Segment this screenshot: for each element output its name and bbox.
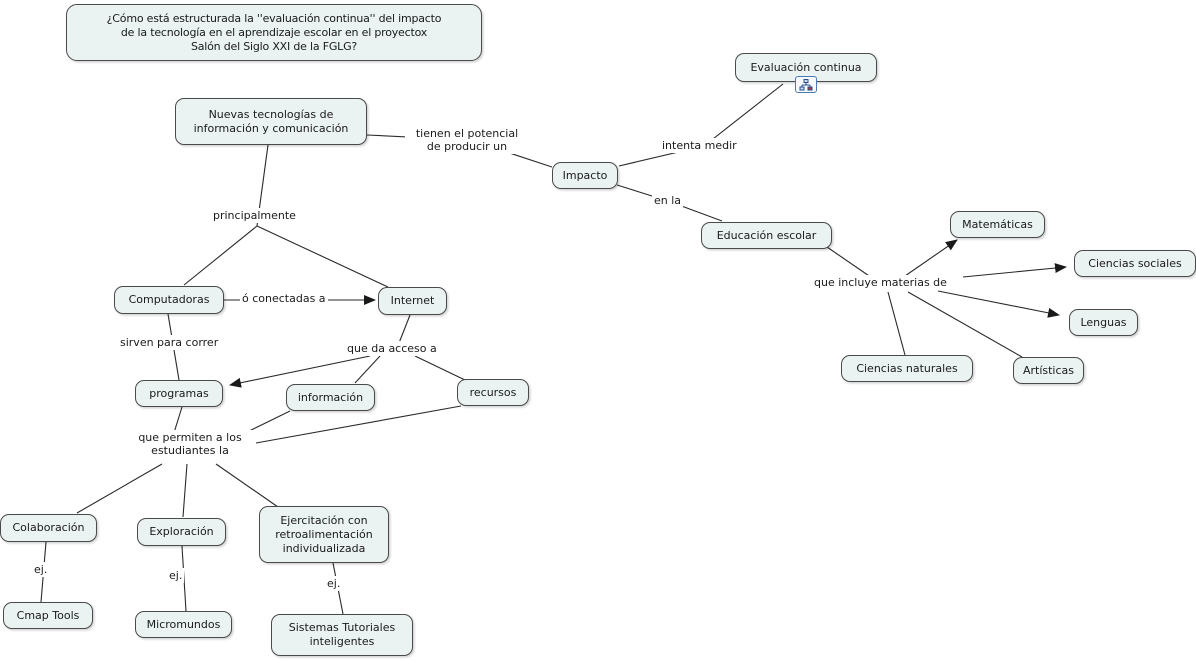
node-lenguas[interactable]: Lenguas (1069, 309, 1138, 336)
node-ciencias-naturales[interactable]: Ciencias naturales (841, 355, 973, 382)
node-focus-question[interactable]: ¿Cómo está estructurada la ''evaluación … (66, 4, 482, 61)
edge-quedaacceso-informacion (354, 355, 381, 384)
node-cmap-tools[interactable]: Cmap Tools (3, 602, 93, 629)
link-label-que-da-acceso-a[interactable]: que da acceso a (345, 341, 439, 356)
node-micromundos[interactable]: Micromundos (135, 611, 232, 638)
node-informacion[interactable]: información (286, 384, 375, 411)
node-artisticas[interactable]: Artísticas (1013, 357, 1084, 384)
edge-principalmente-computadoras (183, 225, 258, 286)
concept-map-resource-icon[interactable] (795, 76, 817, 93)
node-nuevas-tecnologias[interactable]: Nuevas tecnologías de información y comu… (175, 98, 367, 145)
node-exploracion[interactable]: Exploración (137, 518, 226, 546)
node-educacion-escolar[interactable]: Educación escolar (701, 222, 832, 249)
link-label-tienen-el-potencial[interactable]: tienen el potencial de producir un (405, 126, 529, 154)
mini-tree-icon (799, 78, 813, 90)
edge-quepermiten-colaboracion (76, 463, 163, 514)
link-label-ej-ejercitacion[interactable]: ej. (325, 576, 343, 591)
link-label-que-permiten[interactable]: que permiten a los estudiantes la (128, 430, 252, 458)
edge-educacion-queincluye (826, 246, 876, 281)
edge-quepermiten-ejercitacion (215, 463, 279, 508)
edge-recursos-quepermiten (255, 405, 462, 444)
node-ciencias-sociales[interactable]: Ciencias sociales (1074, 250, 1196, 277)
edge-quedaacceso-programas (229, 355, 371, 388)
edge-queincluye-cienciassociales (962, 263, 1067, 278)
node-colaboracion[interactable]: Colaboración (0, 514, 97, 542)
link-label-sirven-para-correr[interactable]: sirven para correr (118, 335, 221, 350)
link-label-o-conectadas-a[interactable]: ó conectadas a (240, 291, 328, 306)
edge-internet-quedaacceso (398, 314, 411, 344)
node-impacto[interactable]: Impacto (552, 162, 618, 189)
edge-queincluye-artisticas (907, 291, 1023, 358)
edge-principalmente-internet (256, 225, 389, 288)
node-ejercitacion[interactable]: Ejercitación con retroalimentación indiv… (259, 506, 389, 563)
edge-queincluye-lenguas (937, 290, 1060, 318)
edge-queincluye-matematicas (904, 239, 958, 277)
edge-quedaacceso-recursos (414, 355, 466, 381)
link-label-que-incluye-materias[interactable]: que incluye materias de (812, 275, 949, 290)
link-label-ej-colaboracion[interactable]: ej. (32, 562, 50, 577)
node-computadoras[interactable]: Computadoras (114, 286, 224, 314)
edge-quepermiten-exploracion (182, 463, 188, 518)
node-internet[interactable]: Internet (378, 287, 447, 315)
node-recursos[interactable]: recursos (457, 379, 529, 406)
link-label-intenta-medir[interactable]: intenta medir (660, 138, 739, 153)
node-matematicas[interactable]: Matemáticas (950, 211, 1045, 238)
edge-queincluye-cienciasnaturales (887, 291, 906, 356)
link-label-en-la[interactable]: en la (652, 193, 684, 208)
link-label-principalmente[interactable]: principalmente (211, 208, 298, 223)
edge-evaluacion-impacto (618, 83, 784, 167)
node-programas[interactable]: programas (135, 380, 223, 407)
node-sistemas-tutoriales[interactable]: Sistemas Tutoriales inteligentes (271, 614, 413, 656)
link-label-ej-exploracion[interactable]: ej. (167, 568, 185, 583)
